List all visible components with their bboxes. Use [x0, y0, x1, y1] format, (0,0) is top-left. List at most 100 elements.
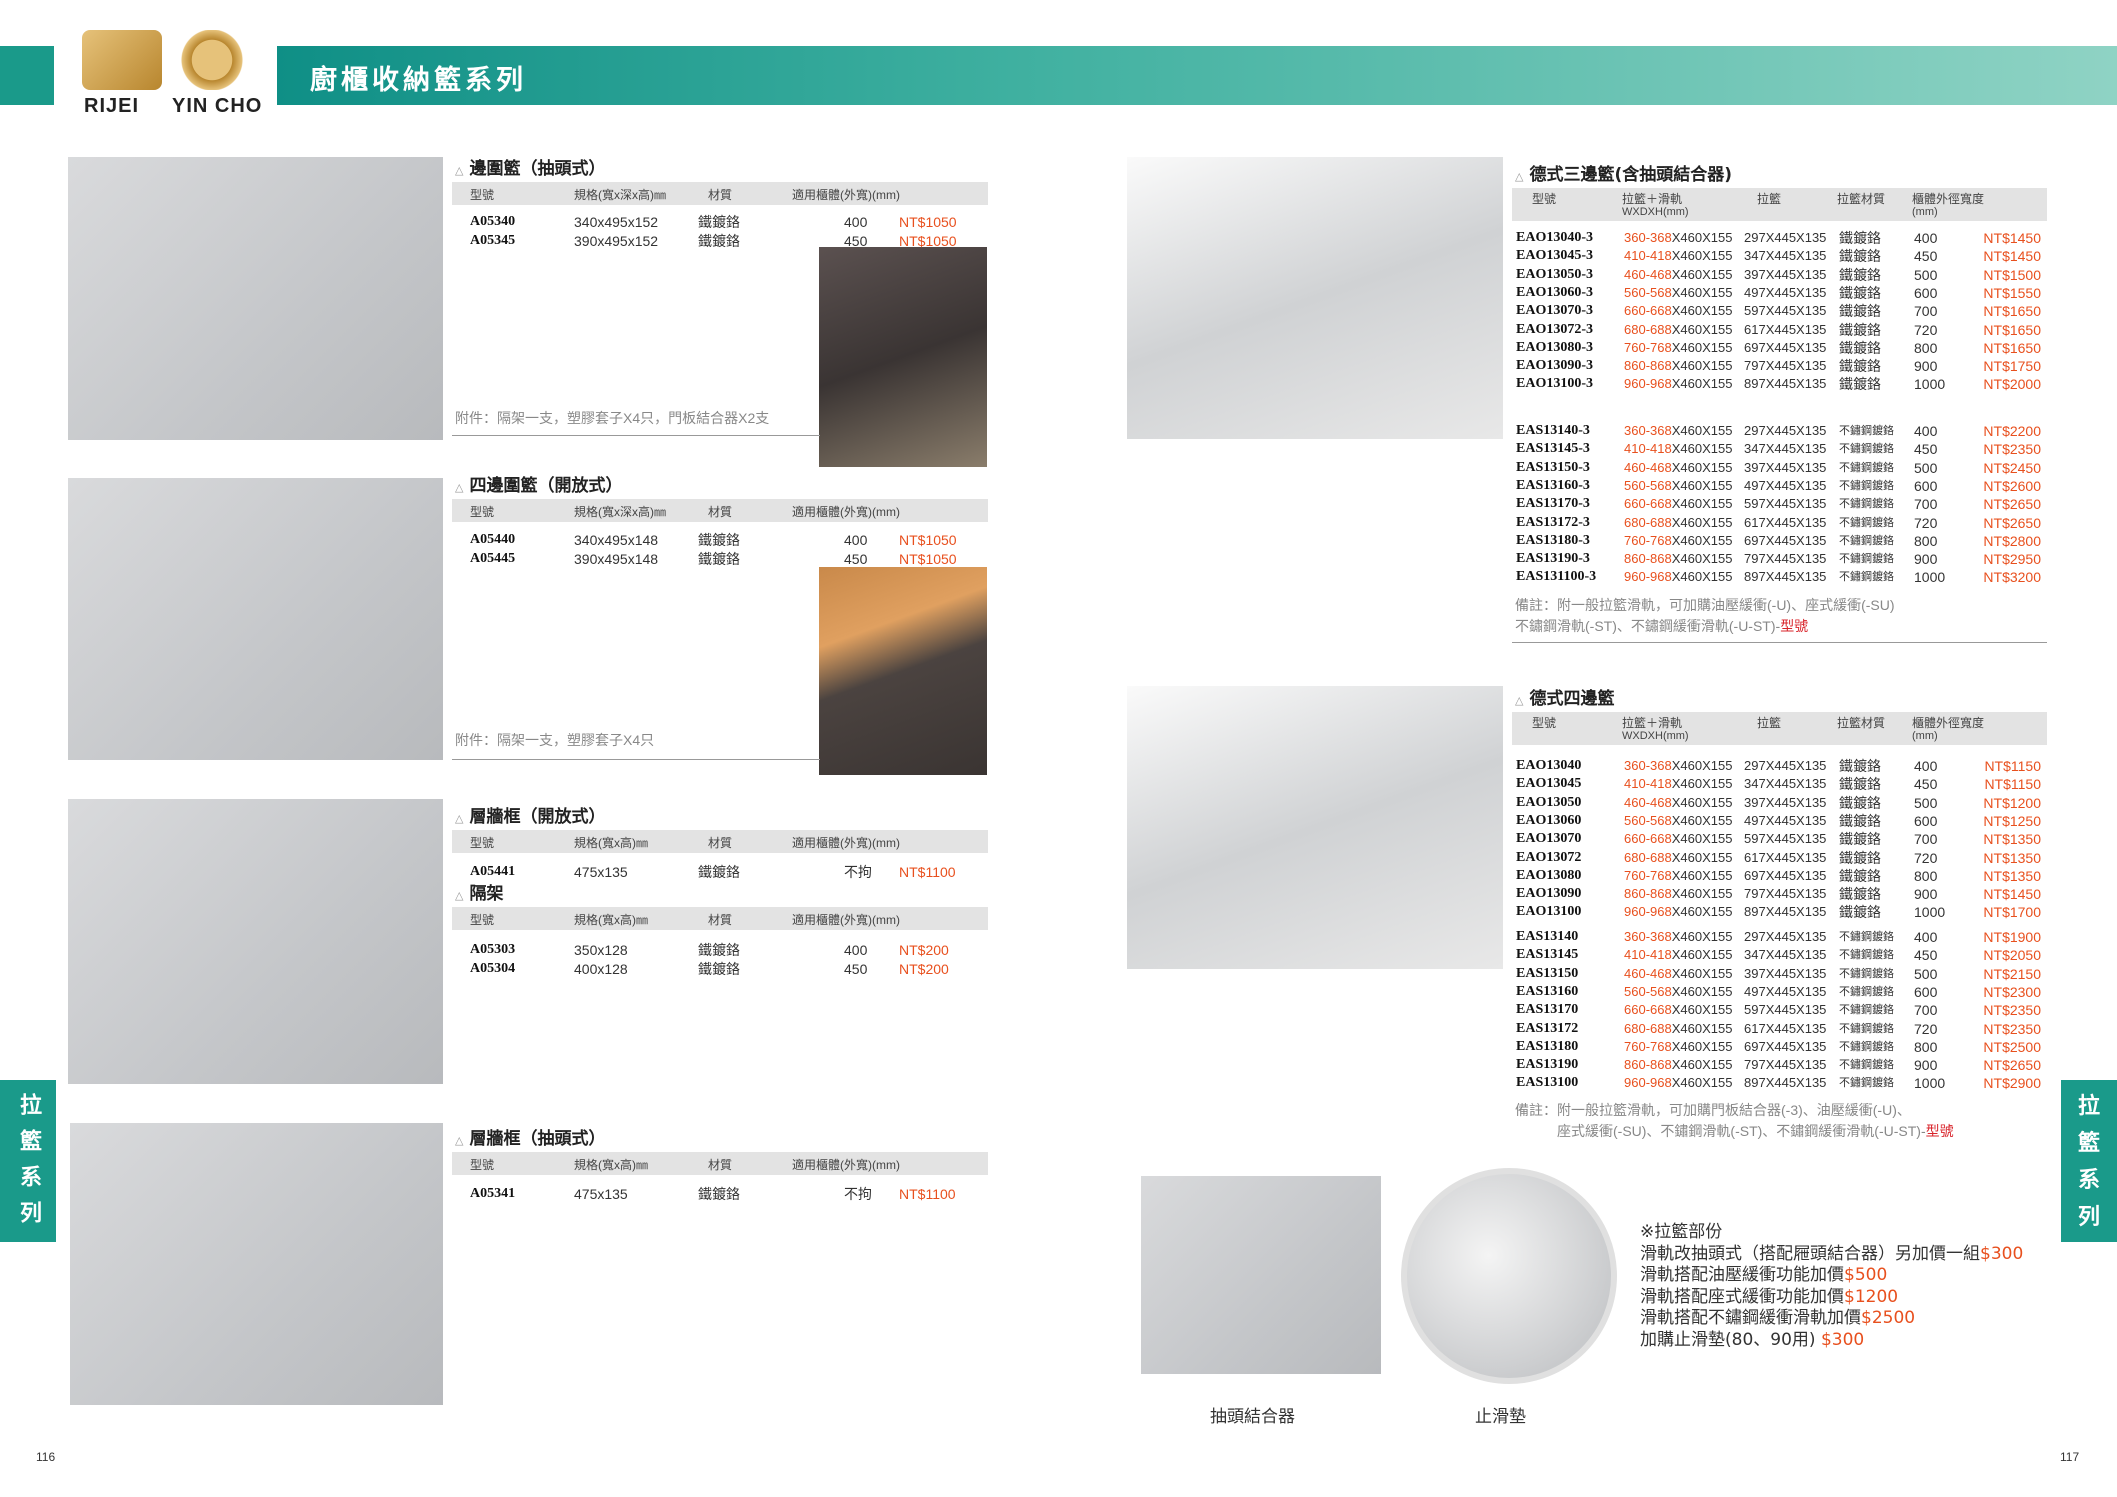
price: NT$1050 [899, 214, 957, 230]
rail-width-range: 460-468 [1624, 965, 1672, 981]
material: 鐵鍍鉻 [698, 550, 740, 567]
price: NT$2900 [1983, 1075, 2041, 1092]
side-tab-left: 拉籃系列 [0, 1080, 56, 1242]
rail-width-range: 860-868 [1624, 358, 1672, 374]
model-number: EAS131100-3 [1516, 569, 1597, 585]
rail-depth-height: X460X155 [1671, 496, 1733, 512]
spec: 340x495x152 [574, 214, 659, 230]
side-tab-char: 系 [2077, 1168, 2100, 1193]
section-title-text: 德式三邊籃(含抽頭結合器) [1529, 165, 1733, 185]
rail-size: 960-968X460X155 [1624, 1074, 1732, 1092]
divider [452, 435, 820, 436]
price: NT$1050 [899, 532, 957, 548]
material: 鐵鍍鉻 [1839, 831, 1881, 848]
material: 不鏽鋼鍍鉻 [1839, 1040, 1894, 1053]
rail-depth-height: X460X155 [1671, 849, 1733, 865]
cabinet-width: 800 [1914, 532, 1938, 549]
rail-depth-height: X460X155 [1671, 1020, 1733, 1036]
rail-size: 360-368X460X155 [1624, 928, 1732, 946]
cabinet-width: 450 [1914, 441, 1938, 458]
price: NT$2500 [1983, 1038, 2041, 1055]
product-photo-a05441 [68, 799, 443, 1084]
addon-item: 滑軌搭配座式緩衝功能加價$1200 [1640, 1287, 2023, 1309]
price: NT$1700 [1983, 904, 2041, 921]
cabinet-width: 400 [844, 942, 868, 958]
material: 鐵鍍鉻 [1839, 248, 1881, 265]
cabinet-width: 900 [1914, 358, 1938, 375]
product-photo-four-side [1127, 686, 1503, 969]
rail-depth-height: X460X155 [1671, 794, 1733, 810]
rail-width-range: 360-368 [1624, 929, 1672, 944]
cabinet-width: 450 [1914, 776, 1938, 793]
model-number: A05341 [470, 1186, 516, 1201]
basket-size: 397X445X135 [1744, 459, 1827, 475]
column-header: (mm) [1912, 206, 1938, 218]
rail-depth-height: X460X155 [1671, 1002, 1733, 1018]
model-number: EAO13080-3 [1516, 339, 1593, 355]
model-number: EAS13172-3 [1516, 514, 1590, 530]
basket-size: 697X445X135 [1744, 339, 1827, 355]
rail-size: 760-768X460X155 [1624, 532, 1732, 550]
cabinet-width: 720 [1914, 849, 1938, 866]
anti-slip-mat-photo [1401, 1168, 1617, 1384]
model-number: EAO13080 [1516, 867, 1582, 883]
cabinet-width: 600 [1914, 812, 1938, 829]
addon-item: 滑軌搭配不鏽鋼緩衝滑軌加價$2500 [1640, 1308, 2023, 1330]
rail-depth-height: X460X155 [1671, 569, 1733, 585]
price: NT$1100 [899, 864, 956, 880]
model-number: EAO13090 [1516, 886, 1582, 902]
material: 鐵鍍鉻 [698, 864, 740, 880]
cabinet-width: 不拘 [844, 1186, 872, 1202]
price: NT$3200 [1983, 569, 2041, 586]
rail-depth-height: X460X155 [1671, 248, 1733, 264]
column-header: 型號 [470, 913, 495, 927]
basket-size: 897X445X135 [1744, 376, 1827, 392]
material: 鐵鍍鉻 [698, 532, 740, 548]
caption-drawer-connector: 抽頭結合器 [1210, 1407, 1295, 1427]
cabinet-width: 700 [1914, 831, 1938, 848]
model-number: EAO13100 [1516, 904, 1582, 920]
price: NT$1050 [899, 232, 957, 249]
basket-size: 597X445X135 [1744, 1002, 1827, 1018]
rail-width-range: 360-368 [1624, 423, 1672, 438]
price: NT$1050 [899, 550, 957, 567]
addon-price: $300 [1820, 1329, 1865, 1350]
rail-size: 360-368X460X155 [1624, 229, 1732, 247]
rail-size: 860-868X460X155 [1624, 357, 1732, 375]
price: NT$2600 [1983, 477, 2041, 494]
rail-depth-height: X460X155 [1671, 867, 1733, 883]
rail-depth-height: X460X155 [1671, 321, 1733, 337]
column-header: 適用櫃體(外寬)(mm) [792, 836, 900, 850]
section-title: △德式三邊籃(含抽頭結合器) [1515, 165, 1732, 187]
column-header: 型號 [1532, 192, 1557, 206]
remark-text: 備註：附一般拉籃滑軌，可加購門板結合器(-3)、油壓緩衝(-U)、 [1515, 1102, 1911, 1118]
model-number: EAS13140-3 [1516, 423, 1590, 438]
rail-width-range: 560-568 [1624, 477, 1672, 493]
model-number: EAS13140 [1516, 929, 1579, 944]
price: NT$1200 [1983, 794, 2041, 811]
basket-size: 297X445X135 [1744, 929, 1827, 944]
addon-item: 加購止滑墊(80、90用) $300 [1640, 1330, 2023, 1352]
remark-model-label: 型號 [1780, 618, 1809, 634]
price: NT$1250 [1983, 812, 2041, 829]
price: NT$200 [899, 942, 949, 958]
rail-width-range: 410-418 [1624, 776, 1672, 792]
remark-model-label: 型號 [1925, 1123, 1954, 1139]
rail-depth-height: X460X155 [1671, 284, 1733, 300]
rail-size: 680-688X460X155 [1624, 321, 1732, 339]
price: NT$2350 [1983, 1020, 2041, 1037]
column-header: 拉籃＋滑軌 [1622, 716, 1683, 730]
section-title-text: 層牆框（開放式） [469, 807, 606, 827]
model-number: EAS13172 [1516, 1020, 1579, 1036]
addon-item: 滑軌搭配油壓緩衝功能加價$500 [1640, 1265, 2023, 1287]
rail-size: 960-968X460X155 [1624, 375, 1732, 393]
